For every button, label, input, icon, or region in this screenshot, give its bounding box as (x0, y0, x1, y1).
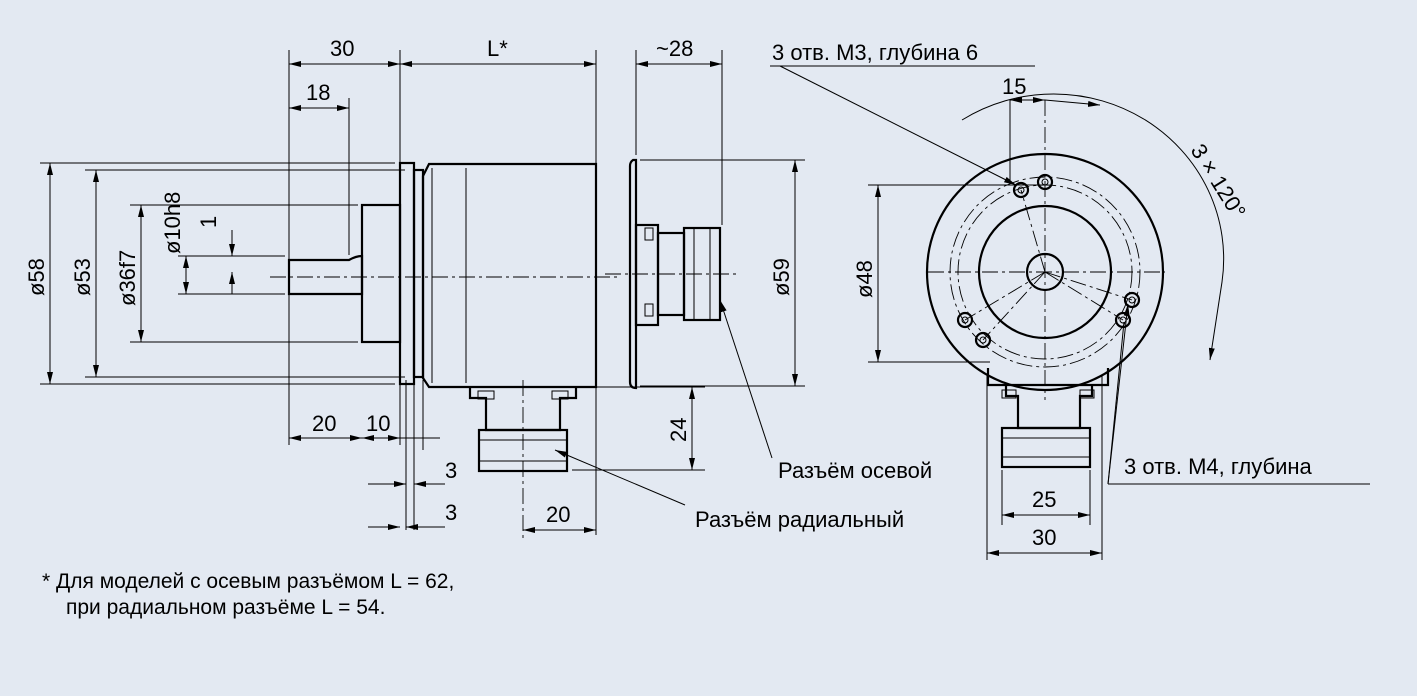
dim-18: 18 (306, 80, 330, 105)
axial-view (605, 158, 740, 390)
dim-d36f7: ø36f7 (115, 250, 140, 306)
dim-10-bottom: 10 (366, 411, 390, 436)
dim-d48: ø48 (852, 260, 877, 298)
dim-d59: ø59 (769, 258, 794, 296)
dim-L: L* (487, 36, 508, 61)
dim-1: 1 (196, 216, 221, 228)
dim-3-lower: 3 (445, 500, 457, 525)
leader-lines (554, 65, 1370, 506)
dim-3-upper: 3 (445, 458, 457, 483)
label-axial-connector: Разъём осевой (778, 458, 932, 483)
dim-30-front: 30 (1032, 525, 1056, 550)
dim-28: ~28 (656, 36, 693, 61)
dim-d58: ø58 (24, 258, 49, 296)
dim-25: 25 (1032, 487, 1056, 512)
front-view (925, 93, 1225, 469)
label-m4-holes: 3 отв. M4, глубина (1124, 454, 1313, 479)
footnote: * Для моделей с осевым разъёмом L = 62, … (42, 570, 454, 619)
side-view (270, 161, 620, 540)
callout-labels: 3 отв. M3, глубина 6 3 отв. M4, глубина … (695, 40, 1313, 532)
label-radial-connector: Разъём радиальный (695, 507, 904, 532)
dim-30-top: 30 (330, 36, 354, 61)
dimension-labels: 30 L* ~28 18 ø58 ø53 ø36f7 ø10h8 1 20 10… (24, 36, 1251, 550)
dim-24: 24 (666, 418, 691, 442)
extension-lines (40, 50, 1103, 560)
dimension-lines (47, 61, 1102, 556)
dim-20-connector: 20 (546, 502, 570, 527)
footnote-line-1: * Для моделей с осевым разъёмом L = 62, (42, 570, 454, 593)
dim-d53: ø53 (70, 258, 95, 296)
dim-d10h8: ø10h8 (160, 192, 185, 254)
dim-angle: 3 × 120° (1186, 139, 1251, 222)
dim-20-bottom: 20 (312, 411, 336, 436)
dim-15: 15 (1002, 74, 1026, 99)
footnote-line-2: при радиальном разъёме L = 54. (66, 596, 385, 619)
label-m3-holes: 3 отв. M3, глубина 6 (772, 40, 978, 65)
